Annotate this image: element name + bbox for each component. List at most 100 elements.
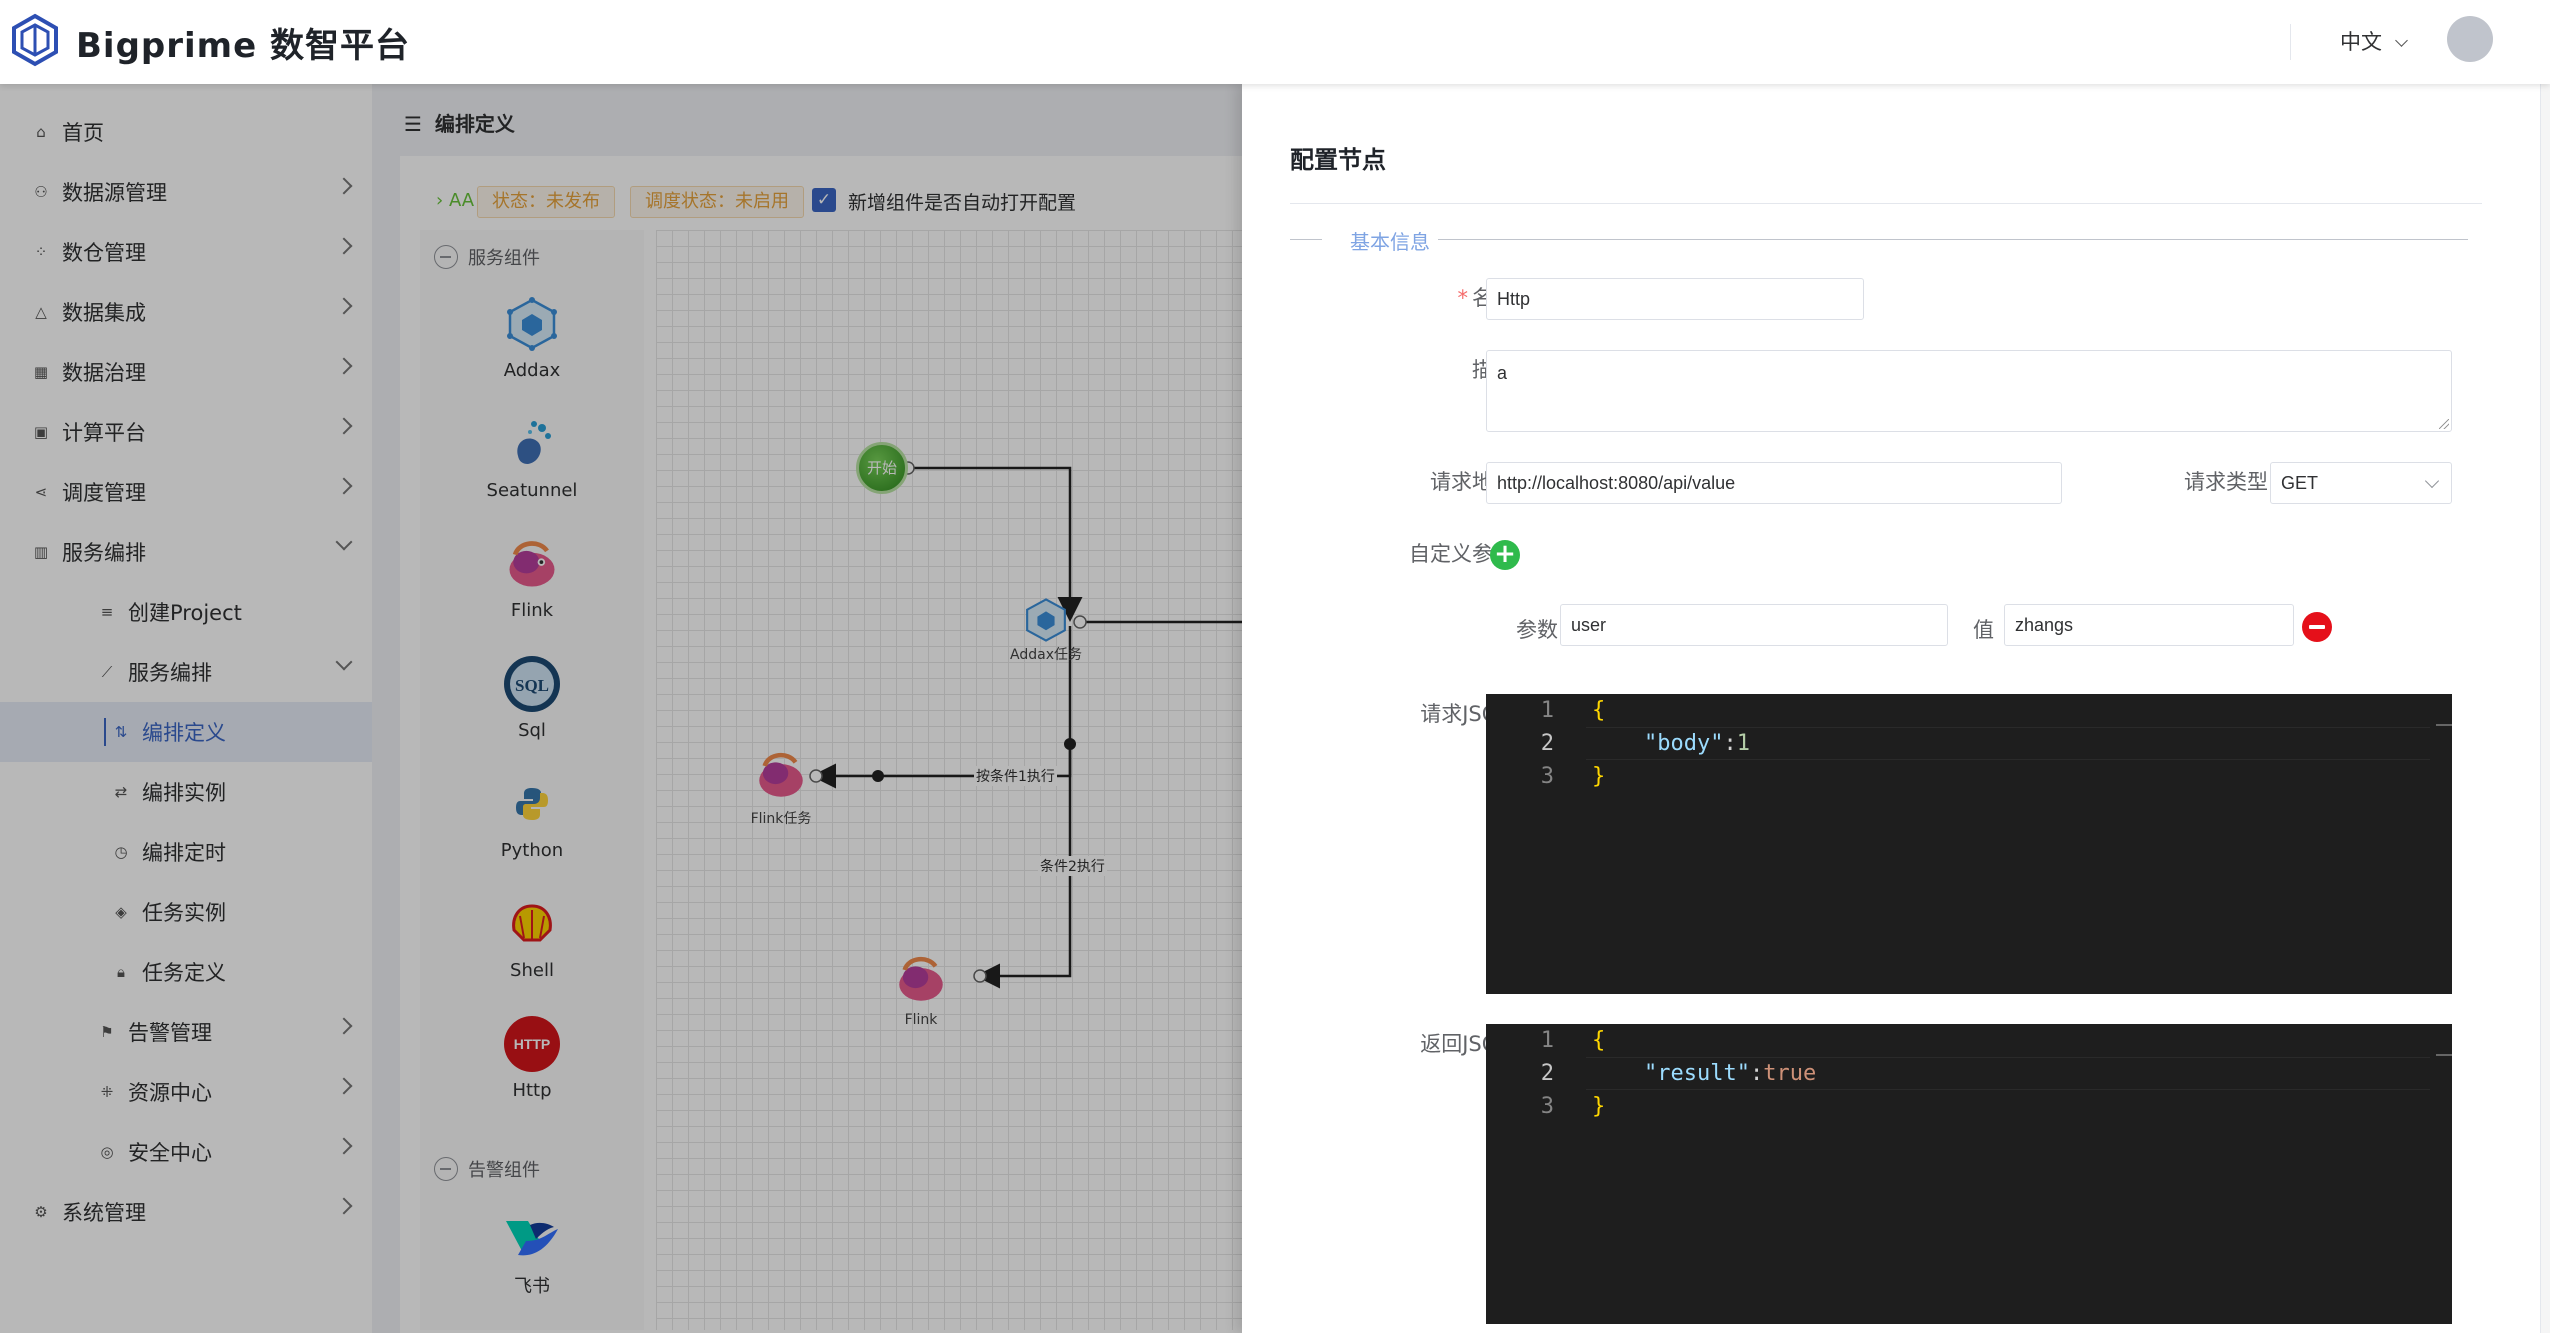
sidebar-item-compute[interactable]: ▣ 计算平台 [0, 402, 372, 462]
palette-item-label: Http [512, 1080, 552, 1101]
palette-item-python[interactable]: Python [420, 774, 644, 861]
divider [1290, 203, 2482, 204]
palette-item-addax[interactable]: Addax [420, 294, 644, 381]
flow-node-flink-task[interactable]: Flink任务 [726, 746, 836, 828]
flow-canvas[interactable]: 开始 Addax任务 Flink任务 Flink 按条件1执行 条件2执行 [656, 230, 1242, 1330]
palette-item-flink[interactable]: Flink [420, 534, 644, 621]
response-json-editor[interactable]: 1 { 2 "result":true 3 } [1486, 1024, 2452, 1324]
url-input[interactable]: http://localhost:8080/api/value [1486, 462, 2062, 504]
palette-item-label: Flink [510, 600, 554, 621]
sidebar-item-task-definition[interactable]: 🔒︎ 任务定义 [0, 942, 372, 1002]
sidebar-item-alert[interactable]: ⚑ 告警管理 [0, 1002, 372, 1062]
line-number: 1 [1540, 1028, 1554, 1053]
param-label: 参数 [1516, 618, 1558, 642]
editor-line: 1 { [1486, 1024, 2452, 1057]
list-icon: ≡ [100, 603, 114, 621]
sidebar-item-security[interactable]: ◎ 安全中心 [0, 1122, 372, 1182]
sidebar-item-governance[interactable]: ▦ 数据治理 [0, 342, 372, 402]
line-number: 2 [1540, 731, 1554, 756]
sidebar-item-orchestration-instance[interactable]: ⇄ 编排实例 [0, 762, 372, 822]
sidebar-item-orchestration[interactable]: ▥ 服务编排 [0, 522, 372, 582]
sidebar-item-create-project[interactable]: ≡ 创建Project [0, 582, 372, 642]
editor-line: 2 "result":true [1486, 1057, 2452, 1090]
sidebar-item-home[interactable]: ⌂ 首页 [0, 102, 372, 162]
method-select[interactable]: GET [2270, 462, 2452, 504]
flow-node-flink[interactable]: Flink [866, 950, 976, 1028]
name-input[interactable]: Http [1486, 278, 1864, 320]
breadcrumb: ☰ 编排定义 [404, 108, 515, 137]
layers-icon: ◈ [115, 903, 127, 921]
desc-textarea[interactable]: a [1486, 350, 2452, 432]
palette-item-http[interactable]: HTTP Http [420, 1014, 644, 1101]
sidebar-item-system[interactable]: ⚙ 系统管理 [0, 1182, 372, 1242]
value-label: 值 [1973, 618, 1994, 642]
sidebar-item-resource[interactable]: ⁜ 资源中心 [0, 1062, 372, 1122]
required-mark: * [1457, 286, 1469, 310]
editor-ruler [2436, 724, 2452, 726]
sidebar-item-label: 调度管理 [62, 481, 146, 505]
sidebar-item-orchestration-definition[interactable]: ⇅ 编排定义 [0, 702, 372, 762]
json-value: 1 [1736, 731, 1750, 756]
chart-icon: ▥ [33, 543, 49, 561]
start-node[interactable]: 开始 [856, 442, 908, 494]
sidebar-item-integration[interactable]: △ 数据集成 [0, 282, 372, 342]
palette-item-label: Addax [503, 360, 561, 381]
sidebar-item-label: 数据集成 [62, 301, 146, 325]
sidebar-item-label: 任务定义 [142, 961, 226, 985]
list-icon: ☰ [404, 112, 422, 136]
status-badge: 状态：未发布 [477, 186, 615, 218]
palette-item-seatunnel[interactable]: Seatunnel [420, 414, 644, 501]
scrollbar[interactable] [2540, 84, 2550, 1333]
resize-handle[interactable] [2439, 419, 2449, 429]
language-switcher[interactable]: 中文 [2340, 26, 2408, 56]
component-palette: 服务组件 Addax Seatunnel Flink SQL Sql [420, 230, 644, 1330]
sidebar-item-orchestration-timer[interactable]: ◷ 编排定时 [0, 822, 372, 882]
collapse-icon [434, 1157, 458, 1181]
response-json-label: 返回JSON [1420, 1032, 1514, 1056]
breadcrumb-label: 编排定义 [434, 112, 515, 136]
current-line-highlight [1586, 727, 2430, 760]
svg-text:SQL: SQL [515, 676, 549, 695]
auto-open-checkbox[interactable]: ✓ [812, 188, 836, 212]
sidebar-item-label: 任务实例 [142, 901, 226, 925]
palette-group-service[interactable]: 服务组件 [434, 244, 540, 270]
brand-logo-icon[interactable] [10, 13, 60, 67]
divider [1438, 239, 2468, 240]
feishu-icon [502, 1206, 562, 1266]
language-label: 中文 [2340, 30, 2382, 54]
modal-overlay[interactable] [0, 0, 1242, 1333]
seatunnel-icon [502, 414, 562, 474]
sidebar-item-label: 服务编排 [128, 661, 212, 685]
sidebar-item-schedule[interactable]: ⋖ 调度管理 [0, 462, 372, 522]
sidebar-item-label: 创建Project [128, 601, 242, 625]
param-value-input[interactable]: zhangs [2004, 604, 2294, 646]
palette-item-sql[interactable]: SQL Sql [420, 654, 644, 741]
sidebar-item-orchestration-sub[interactable]: ⟋ 服务编排 [0, 642, 372, 702]
svg-text:HTTP: HTTP [514, 1036, 551, 1052]
request-json-editor[interactable]: 1 { 2 "body":1 3 } [1486, 694, 2452, 994]
datasource-icon: ⚇ [34, 183, 48, 201]
sidebar-item-datasource[interactable]: ⚇ 数据源管理 [0, 162, 372, 222]
sidebar-item-label: 编排定时 [142, 841, 226, 865]
palette-item-shell[interactable]: Shell [420, 894, 644, 981]
line-number: 3 [1540, 764, 1554, 789]
remove-param-button[interactable] [2302, 612, 2332, 642]
sidebar-item-warehouse[interactable]: ⁘ 数仓管理 [0, 222, 372, 282]
edge-label: 按条件1执行 [974, 766, 1057, 786]
project-link[interactable]: › AA [422, 186, 488, 218]
palette-group-alert[interactable]: 告警组件 [434, 1156, 540, 1182]
current-line-highlight [1586, 1057, 2430, 1090]
palette-item-feishu[interactable]: 飞书 [420, 1206, 644, 1298]
add-param-button[interactable]: + [1490, 540, 1520, 570]
flow-node-addax[interactable]: Addax任务 [986, 596, 1106, 664]
code-text: } [1592, 1094, 1606, 1119]
param-key-input[interactable]: user [1560, 604, 1948, 646]
collapse-icon [434, 245, 458, 269]
warehouse-icon: ⁘ [34, 243, 48, 261]
custom-params-label: 自定义参数 [1409, 542, 1514, 566]
addax-icon [502, 294, 562, 354]
json-key: "body" [1644, 731, 1724, 756]
sidebar-item-task-instance[interactable]: ◈ 任务实例 [0, 882, 372, 942]
main-area: ☰ 编排定义 › AA 状态：未发布 调度状态：未启用 ✓ 新增组件是否自动打开… [372, 84, 1242, 1333]
user-avatar[interactable] [2447, 16, 2493, 62]
